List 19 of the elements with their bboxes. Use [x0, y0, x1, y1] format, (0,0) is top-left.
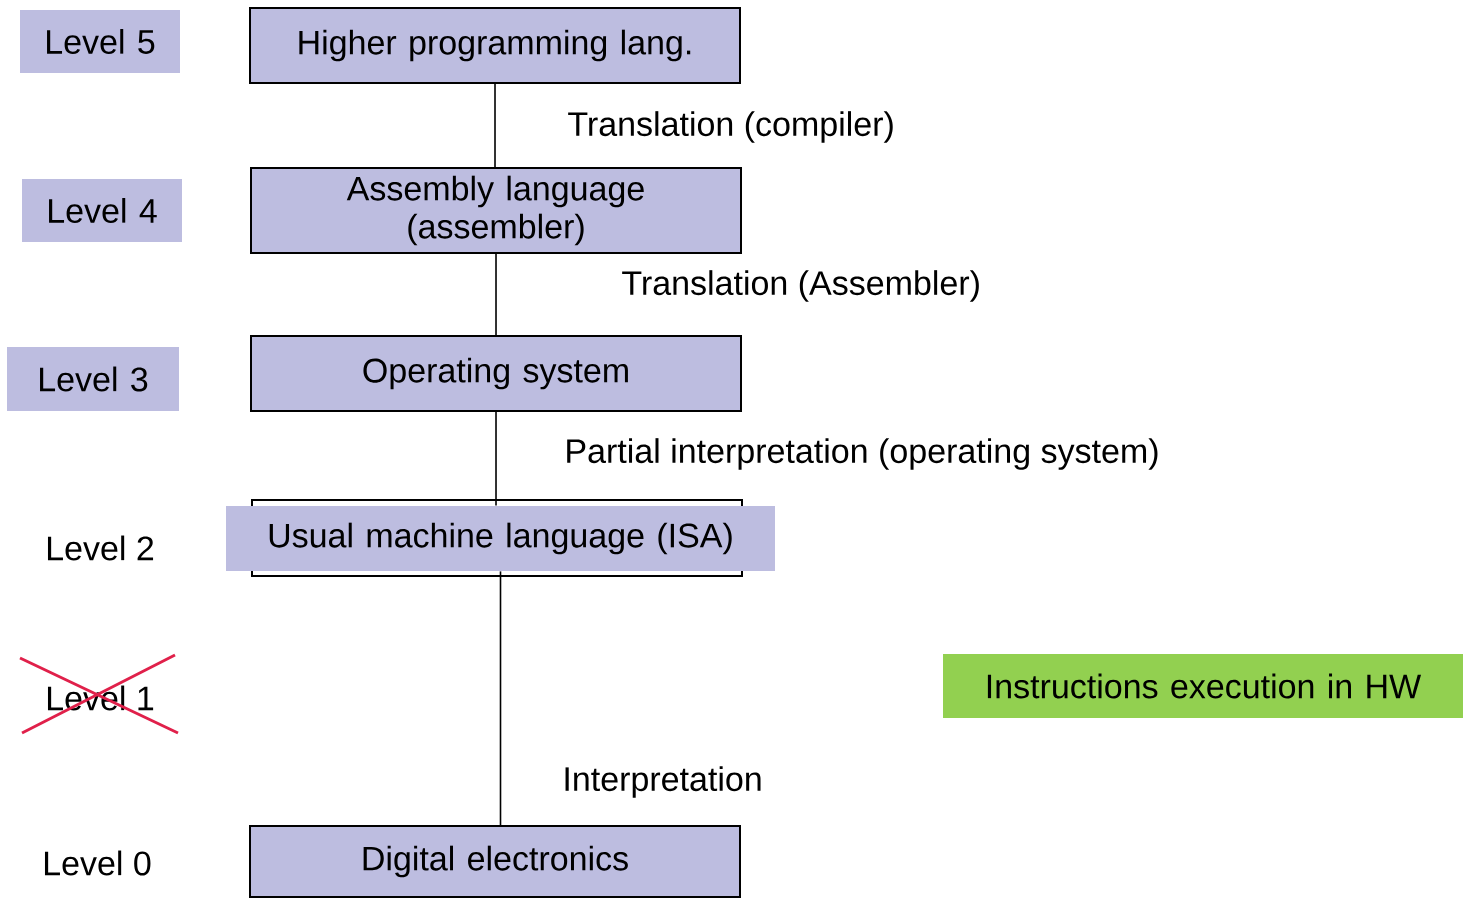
layer-box: Usual machine language (ISA) [226, 499, 775, 577]
connector-line [495, 411, 497, 507]
layer-box: Higher programming lang. [249, 7, 741, 84]
edge-label: Translation (Assembler) [622, 270, 979, 302]
layer-box: Assembly language (assembler) [250, 167, 742, 254]
connector-line [494, 83, 496, 168]
edge-label: Partial interpretation (operating system) [567, 438, 1158, 470]
layer-box: Digital electronics [249, 825, 741, 898]
level-box: Level 5 [20, 10, 180, 73]
connector-line [495, 253, 497, 336]
level-label: Level 2 [48, 535, 154, 561]
level-box: Level 3 [7, 347, 179, 411]
note-box: Instructions execution in HW [943, 654, 1463, 718]
connector-line [499, 570, 502, 826]
edge-label: Interpretation [565, 766, 761, 798]
level-label: Level 0 [45, 850, 151, 876]
layer-box: Operating system [250, 335, 742, 412]
edge-label: Translation (compiler) [568, 111, 893, 143]
level-box: Level 4 [22, 179, 182, 242]
